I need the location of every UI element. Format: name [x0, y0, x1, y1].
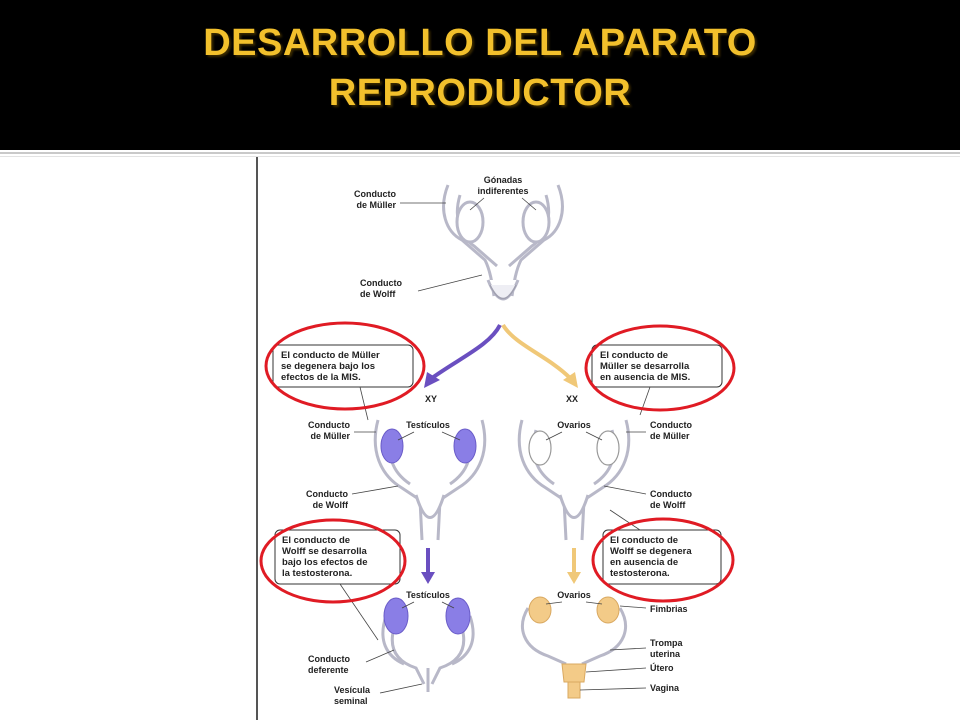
leader-ovarios-mid-r: [585, 431, 603, 441]
arrowhead-xx: [563, 372, 578, 388]
label-muller-top-2: de Müller: [356, 200, 396, 210]
label-gonadas-2: indiferentes: [477, 186, 528, 196]
title-rule: [0, 152, 960, 154]
label-wolff-mid-left-1: Conducto: [306, 489, 348, 499]
label-ovarios-bottom: Ovarios: [557, 590, 591, 600]
vagina-shape: [567, 681, 581, 699]
label-deferente-2: deferente: [308, 665, 349, 675]
title-rule-thin: [0, 156, 960, 157]
note-female-wolff-line-4: testosterona.: [610, 568, 670, 579]
testis-left-bottom: [383, 597, 409, 635]
highlight-circle-male-wolff: [259, 518, 407, 604]
bottom-leader-lines: [365, 605, 647, 694]
arrowhead-male-down: [421, 572, 435, 584]
arrow-to-xx: [501, 323, 572, 380]
uterus-shape: [561, 663, 587, 683]
bottom-labels: Conducto deferente Vesícula seminal Fimb…: [308, 604, 688, 706]
note-box-male-wolff: El conducto de Wolff se desarrolla bajo …: [274, 529, 401, 585]
label-xx: XX: [566, 394, 578, 404]
leader-ovarios-bottom-l: [545, 601, 563, 605]
label-muller-mid-left-1: Conducto: [308, 420, 350, 430]
label-wolff-mid-right-1: Conducto: [650, 489, 692, 499]
leader-testiculos-bottom-l: [401, 601, 415, 609]
note-female-wolff-line-2: Wolff se degenera: [610, 546, 692, 557]
middle-labels: Conducto de Müller Conducto de Müller Co…: [306, 420, 692, 510]
middle-leader-lines: [351, 431, 647, 495]
label-testiculos-bottom: Testículos: [406, 590, 450, 600]
figure-panel: [256, 157, 738, 720]
note-box-male-muller: El conducto de Müller se degenera bajo l…: [272, 344, 414, 388]
ovary-right-bottom: [596, 596, 620, 624]
leader-testiculos-mid-l: [397, 431, 415, 441]
label-trompa-1: Trompa: [650, 638, 684, 648]
note-female-muller-line-3: en ausencia de MIS.: [600, 372, 690, 383]
note-female-wolff-line-3: en ausencia de: [610, 557, 678, 568]
note-box-female-wolff: El conducto de Wolff se degenera en ause…: [602, 529, 722, 585]
note-male-wolff-line-1: El conducto de: [282, 535, 350, 546]
label-fimbrias: Fimbrias: [650, 604, 688, 614]
top-leader-lines: [400, 197, 537, 292]
note-female-muller-line-1: El conducto de: [600, 350, 668, 361]
leader-ovarios-bottom-r: [585, 601, 603, 605]
highlight-circles: [259, 321, 736, 604]
highlight-circle-female-muller: [584, 324, 736, 412]
male-bottom-drawing: [381, 615, 475, 692]
label-muller-mid-left-2: de Müller: [310, 431, 350, 441]
label-vesicula-2: seminal: [334, 696, 368, 706]
label-wolff-top-2: de Wolff: [360, 289, 396, 299]
highlight-circle-male-muller: [264, 321, 426, 411]
testis-right-bottom: [445, 597, 471, 635]
note-pointers: [339, 386, 651, 641]
label-wolff-mid-right-2: de Wolff: [650, 500, 686, 510]
note-male-muller-line-2: se degenera bajo los: [281, 361, 375, 372]
label-deferente-1: Conducto: [308, 654, 350, 664]
note-male-muller-line-3: efectos de la MIS.: [281, 372, 361, 383]
label-testiculos-mid: Testículos: [406, 420, 450, 430]
leader-ovarios-mid-l: [545, 431, 563, 441]
ovary-left-mid: [528, 430, 552, 466]
label-vagina: Vagina: [650, 683, 680, 693]
slide-title-line-1: DESARROLLO DEL APARATO: [203, 22, 757, 64]
label-gonadas-1: Gónadas: [484, 175, 523, 185]
leader-testiculos-mid-r: [441, 431, 461, 441]
label-muller-mid-right-1: Conducto: [650, 420, 692, 430]
slide-title-line-2: REPRODUCTOR: [328, 72, 632, 114]
highlight-circle-female-wolff: [591, 517, 735, 603]
ovary-left-bottom: [528, 596, 552, 624]
testis-right-mid: [453, 428, 477, 464]
urogenital-sinus-top: [489, 284, 517, 300]
note-male-wolff-line-3: bajo los efectos de: [282, 557, 368, 568]
top-labels: Gónadas indiferentes Conducto de Müller …: [354, 175, 529, 299]
arrowhead-xy: [424, 372, 440, 388]
leader-testiculos-bottom-r: [441, 601, 455, 609]
note-male-wolff-line-2: Wolff se desarrolla: [282, 546, 368, 557]
note-male-wolff-line-4: la testosterona.: [282, 568, 352, 579]
label-xy: XY: [425, 394, 437, 404]
note-female-wolff-line-1: El conducto de: [610, 535, 678, 546]
title-bar: [0, 0, 960, 150]
label-ovarios-mid: Ovarios: [557, 420, 591, 430]
label-wolff-mid-left-2: de Wolff: [313, 500, 349, 510]
note-male-muller-line-1: El conducto de Müller: [281, 350, 380, 361]
note-female-muller-line-2: Müller se desarrolla: [600, 361, 690, 372]
label-muller-mid-right-2: de Müller: [650, 431, 690, 441]
label-vesicula-1: Vesícula: [334, 685, 371, 695]
male-middle-drawing: [373, 419, 487, 541]
arrow-to-xy: [430, 324, 502, 380]
label-trompa-2: uterina: [650, 649, 681, 659]
label-wolff-top-1: Conducto: [360, 278, 402, 288]
ovary-right-mid: [596, 430, 620, 466]
arrowhead-female-down: [567, 572, 581, 584]
label-utero: Útero: [650, 662, 674, 673]
testis-left-mid: [380, 428, 404, 464]
label-muller-top-1: Conducto: [354, 189, 396, 199]
note-box-female-muller: El conducto de Müller se desarrolla en a…: [591, 344, 723, 388]
female-bottom-drawing: [521, 607, 627, 666]
